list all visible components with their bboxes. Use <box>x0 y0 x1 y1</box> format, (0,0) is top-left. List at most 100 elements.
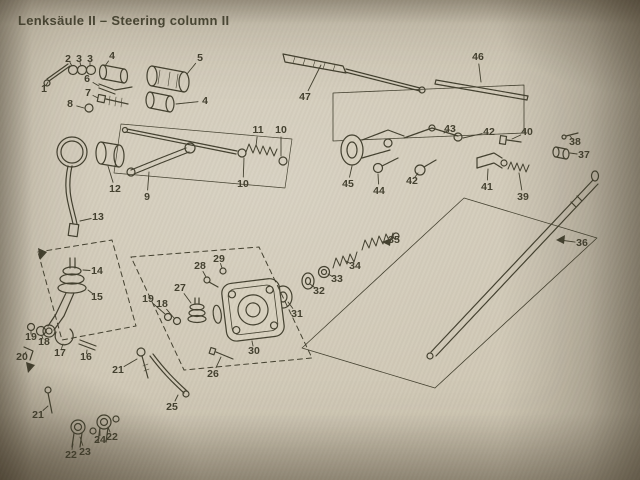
leader-line-31 <box>287 301 294 309</box>
leader-line-38 <box>569 135 573 140</box>
part-label-6: 6 <box>84 72 90 85</box>
part-label-20: 20 <box>16 350 28 363</box>
part-label-29: 29 <box>213 252 225 265</box>
leader-lines <box>23 60 578 450</box>
leader-line-8 <box>76 105 85 109</box>
part-label-3: 3 <box>76 52 82 65</box>
part-label-45: 45 <box>342 177 354 190</box>
shift-coupling-assembly <box>340 124 579 176</box>
part-label-32: 32 <box>313 284 325 297</box>
leader-line-2 <box>69 62 73 67</box>
part-label-9: 9 <box>144 190 150 203</box>
part-label-19: 19 <box>25 330 37 343</box>
part-label-40: 40 <box>521 125 533 138</box>
part-label-34: 34 <box>349 259 361 272</box>
part-label-21: 21 <box>112 363 124 376</box>
part-label-16: 16 <box>80 350 92 363</box>
arrow-to-spring-35 <box>382 238 391 246</box>
part-label-2: 2 <box>65 52 71 65</box>
leader-line-13 <box>79 218 92 222</box>
leader-line-21 <box>42 405 49 411</box>
leader-line-39 <box>518 172 523 191</box>
leader-line-11 <box>255 136 258 147</box>
leader-line-14 <box>82 269 91 271</box>
part-label-31: 31 <box>291 307 303 320</box>
leader-line-18 <box>166 308 175 319</box>
panel-outline-top-right <box>332 84 525 142</box>
leader-line-30 <box>251 340 254 347</box>
part-label-4: 4 <box>109 49 115 62</box>
part-label-33: 33 <box>331 272 343 285</box>
part-label-23: 23 <box>79 445 91 458</box>
part-label-4: 4 <box>202 94 208 107</box>
leader-line-4 <box>175 101 199 105</box>
part-label-37: 37 <box>578 148 590 161</box>
leader-line-7 <box>92 95 99 99</box>
link-rod <box>65 165 80 238</box>
page-title: Lenksäule II – Steering column II <box>18 13 230 28</box>
leader-line-3 <box>79 62 82 67</box>
part-label-28: 28 <box>194 259 206 272</box>
leader-line-12 <box>107 165 114 183</box>
leader-line-34 <box>345 260 351 264</box>
panel-outline-mid-left <box>113 123 293 189</box>
part-label-38: 38 <box>569 135 581 148</box>
part-label-12: 12 <box>109 182 121 195</box>
part-label-47: 47 <box>299 90 311 103</box>
part-label-3: 3 <box>87 52 93 65</box>
part-label-44: 44 <box>373 184 385 197</box>
leader-line-37 <box>569 152 578 155</box>
leader-line-27 <box>183 293 192 304</box>
part-label-21: 21 <box>32 408 44 421</box>
leader-line-35 <box>381 240 389 243</box>
arrow-to-shaft-36 <box>556 235 565 244</box>
leader-line-16 <box>86 349 88 354</box>
leader-line-22 <box>107 426 111 433</box>
part-label-13: 13 <box>92 210 104 223</box>
part-label-5: 5 <box>197 51 203 64</box>
part-label-36: 36 <box>576 236 588 249</box>
steering-shaft <box>426 170 600 360</box>
leader-line-41 <box>486 168 489 181</box>
part-label-42: 42 <box>483 125 495 138</box>
steering-gearbox <box>212 278 285 342</box>
gearshift-lever-and-rods <box>282 53 529 142</box>
drop-arm-boot <box>42 257 87 338</box>
leader-line-36 <box>559 239 576 243</box>
leader-line-6 <box>92 82 100 87</box>
leader-line-5 <box>186 62 197 75</box>
part-label-25: 25 <box>166 400 178 413</box>
leader-line-46 <box>478 63 482 83</box>
dashed-box-left <box>37 239 137 341</box>
leader-line-26 <box>215 356 222 369</box>
part-label-17: 17 <box>54 346 66 359</box>
part-label-30: 30 <box>248 344 260 357</box>
part-label-10: 10 <box>237 177 249 190</box>
part-label-42: 42 <box>406 174 418 187</box>
leader-line-15 <box>87 289 93 294</box>
part-label-18: 18 <box>38 335 50 348</box>
leader-line-9 <box>147 171 150 191</box>
leader-line-18 <box>41 335 44 340</box>
part-label-14: 14 <box>91 264 103 277</box>
part-label-43: 43 <box>444 122 456 135</box>
part-label-18: 18 <box>156 297 168 310</box>
leader-line-10 <box>242 157 245 178</box>
leader-line-42 <box>414 172 419 178</box>
arrow-below-part-20 <box>26 362 35 373</box>
panel-outline-right <box>301 197 598 389</box>
relay-lever-assembly <box>56 123 293 189</box>
leader-line-17 <box>61 343 64 349</box>
leader-line-43 <box>443 130 448 134</box>
part-label-19: 19 <box>142 292 154 305</box>
leader-line-44 <box>377 173 380 185</box>
part-label-46: 46 <box>472 50 484 63</box>
leader-line-42 <box>462 133 483 139</box>
part-label-22: 22 <box>65 448 77 461</box>
leader-line-23 <box>79 436 84 446</box>
part-label-22: 22 <box>106 430 118 443</box>
part-label-41: 41 <box>481 180 493 193</box>
clamp-hardware <box>23 267 234 448</box>
